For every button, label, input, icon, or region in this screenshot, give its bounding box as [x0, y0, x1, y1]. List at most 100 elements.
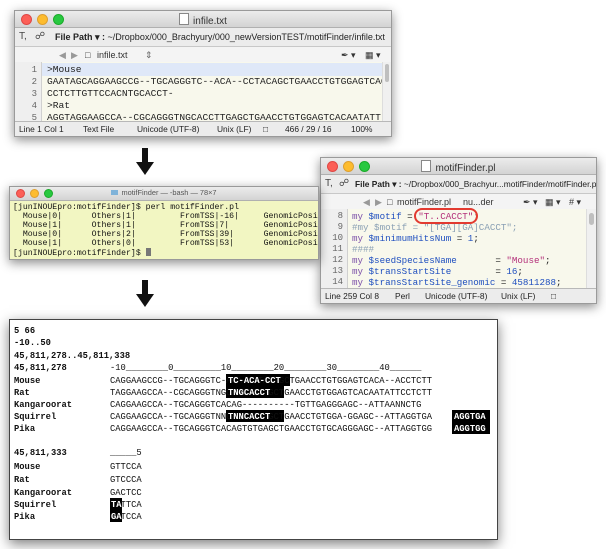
window-title: motifFinder.pl	[321, 160, 596, 174]
code-line: my $minimumHitsNum = 1;	[352, 233, 479, 244]
language-mode[interactable]: Text File	[83, 124, 115, 134]
bookmark-icon[interactable]: ☍	[339, 178, 350, 189]
species-name: Kangaroorat	[14, 400, 73, 410]
function-menu[interactable]: nu...der	[463, 197, 494, 207]
zoom-button[interactable]	[44, 189, 53, 198]
sequence: CAGGAAGCCA--TGCAGGGTCACAG----------TGTTG…	[110, 400, 422, 410]
motif-hit-text: TA	[111, 500, 122, 510]
perl-statusbar: Line 259 Col 8 Perl Unicode (UTF-8) Unix…	[321, 288, 596, 303]
terminal-output[interactable]: [junINOUEpro:motifFinder]$ perl motifFin…	[10, 201, 318, 259]
lock-icon[interactable]: □	[551, 291, 557, 301]
species-name: Pika	[14, 512, 36, 522]
file-tab[interactable]: infile.txt	[97, 50, 128, 60]
terminal-line: Mouse|0| Others|2| FromTSS|39| GenomicPo…	[22, 230, 318, 239]
minimize-button[interactable]	[30, 189, 39, 198]
line-endings-selector[interactable]: Unix (LF)	[501, 291, 536, 301]
close-button[interactable]	[16, 189, 25, 198]
forward-arrow-icon[interactable]: ▶	[71, 50, 78, 60]
motif-hit-text: AGGTGA	[454, 412, 486, 422]
line-gutter: 8 9 10 11 12 13 14	[321, 209, 348, 288]
close-button[interactable]	[327, 161, 338, 172]
code-line-comment: #my $motif = "[TGA][GA]CACCT";	[352, 222, 518, 233]
document-menu-icon[interactable]: ▦ ▾	[545, 197, 561, 207]
code-line: GAATAGCAGGAAGCCG--TGCAGGGTC--ACA--CCTACA…	[47, 76, 392, 87]
motif-highlight-oval	[414, 208, 478, 224]
perl-titlebar: motifFinder.pl	[321, 158, 596, 175]
species-name: Mouse	[14, 376, 41, 386]
zoom-button[interactable]	[53, 14, 64, 25]
infile-scrollbar[interactable]	[382, 62, 391, 122]
file-tab[interactable]: motifFinder.pl	[397, 197, 452, 207]
perl-editor[interactable]: 8 9 10 11 12 13 14 my $motif = "T..CACCT…	[321, 208, 587, 288]
zoom-button[interactable]	[359, 161, 370, 172]
perl-editor-window: motifFinder.pl T, ☍ File Path ▾ : ~/Drop…	[320, 157, 597, 304]
code-line: AGGTAGGAAGCCA--CGCAGGGTNGCACCTTGAGCTGAAC…	[47, 112, 381, 123]
file-path[interactable]: File Path ▾ : ~/Dropbox/000_Brachyury/00…	[55, 32, 385, 42]
folder-icon	[111, 190, 119, 195]
code-line: my $seedSpeciesName = "Mouse";	[352, 255, 551, 266]
alignment-output: 5 66 -10..50 45,811,278..45,811,338 45,8…	[9, 319, 498, 540]
sequence: TAGGAAGCCA--CGCAGGGTNGCACCTTGAGCTGAACCTG…	[110, 388, 433, 398]
species-name: Mouse	[14, 462, 41, 472]
current-line-highlight	[42, 63, 383, 76]
sequence: CAGGAAGCCA--TGCAGGGTCACAGTGTGAGCTGAACCTG…	[110, 424, 433, 434]
close-button[interactable]	[21, 14, 32, 25]
perl-scrollbar[interactable]	[586, 209, 596, 288]
species-name: Rat	[14, 475, 30, 485]
forward-arrow-icon[interactable]: ▶	[375, 197, 382, 207]
code-line: my $transStartSite = 16;	[352, 266, 523, 277]
infile-editor[interactable]: 1 2 3 4 5 >Mouse GAATAGCAGGAAGCCG--TGCAG…	[15, 62, 391, 123]
species-name: Pika	[14, 424, 36, 434]
species-name: Squirrel	[14, 412, 57, 422]
text-tool-icon[interactable]: T,	[19, 31, 27, 42]
infile-statusbar: Line 1 Col 1 Text File Unicode (UTF-8) U…	[15, 121, 391, 136]
file-path[interactable]: File Path ▾ : ~/Dropbox/000_Brachyur...m…	[355, 179, 597, 189]
lock-icon[interactable]: □	[263, 124, 269, 134]
document-menu-icon[interactable]: ▦ ▾	[365, 50, 381, 60]
tools-icon[interactable]: ✒ ▾	[523, 197, 538, 207]
terminal-titlebar: motifFinder — -bash — 78×7	[10, 187, 318, 201]
motif-hit-text: TC-ACA-CCT	[228, 376, 281, 386]
document-icon	[179, 13, 190, 25]
text-tool-icon[interactable]: T,	[325, 178, 333, 189]
infile-toolbar: T, ☍ File Path ▾ : ~/Dropbox/000_Brachyu…	[15, 28, 391, 47]
terminal-line: [junINOUEpro:motifFinder]$ perl motifFin…	[13, 203, 240, 212]
window-controls	[327, 161, 370, 172]
window-title: infile.txt	[15, 13, 391, 27]
motif-hit-text: TNGCACCT	[228, 388, 271, 398]
minimize-button[interactable]	[37, 14, 48, 25]
motif-hit-highlight	[226, 374, 290, 386]
sequence: GTTCCA	[110, 462, 142, 472]
alignment-range: 45,811,278..45,811,338	[14, 351, 131, 361]
window-controls	[16, 189, 53, 198]
hash-menu-icon[interactable]: # ▾	[569, 197, 582, 207]
tools-icon[interactable]: ✒ ▾	[341, 50, 356, 60]
species-name: Rat	[14, 388, 30, 398]
sequence: TATTCA	[110, 500, 142, 510]
back-arrow-icon[interactable]: ◀	[59, 50, 66, 60]
sequence: CAGGAAGCCG--TGCAGGGTC-ACA-CCTACAGCTGAACC…	[110, 376, 433, 386]
encoding-selector[interactable]: Unicode (UTF-8)	[425, 291, 488, 301]
cursor-position[interactable]: Line 259 Col 8	[325, 291, 380, 301]
sequence: GACTCC	[110, 488, 142, 498]
motif-hit-highlight	[110, 510, 122, 522]
language-mode[interactable]: Perl	[395, 291, 410, 301]
motif-hit-highlight	[226, 410, 284, 422]
minimize-button[interactable]	[343, 161, 354, 172]
chevron-down-icon[interactable]: ⇕	[145, 50, 153, 60]
line-endings-selector[interactable]: Unix (LF)	[217, 124, 252, 134]
down-arrow-icon	[136, 280, 154, 307]
motif-hit-text: GA	[111, 512, 122, 522]
sequence: GATCCA	[110, 512, 142, 522]
back-arrow-icon[interactable]: ◀	[363, 197, 370, 207]
motif-hit-highlight	[452, 410, 490, 422]
motif-hit-highlight	[452, 422, 490, 434]
bookmark-icon[interactable]: ☍	[35, 31, 46, 42]
encoding-selector[interactable]: Unicode (UTF-8)	[137, 124, 200, 134]
terminal-prompt[interactable]: [junINOUEpro:motifFinder]$	[13, 248, 151, 258]
block2-position: 45,811,333	[14, 448, 67, 458]
zoom-level[interactable]: 100%	[351, 124, 373, 134]
infile-titlebar: infile.txt	[15, 11, 391, 28]
cursor-position[interactable]: Line 1 Col 1	[19, 124, 64, 134]
down-arrow-icon	[136, 148, 154, 175]
